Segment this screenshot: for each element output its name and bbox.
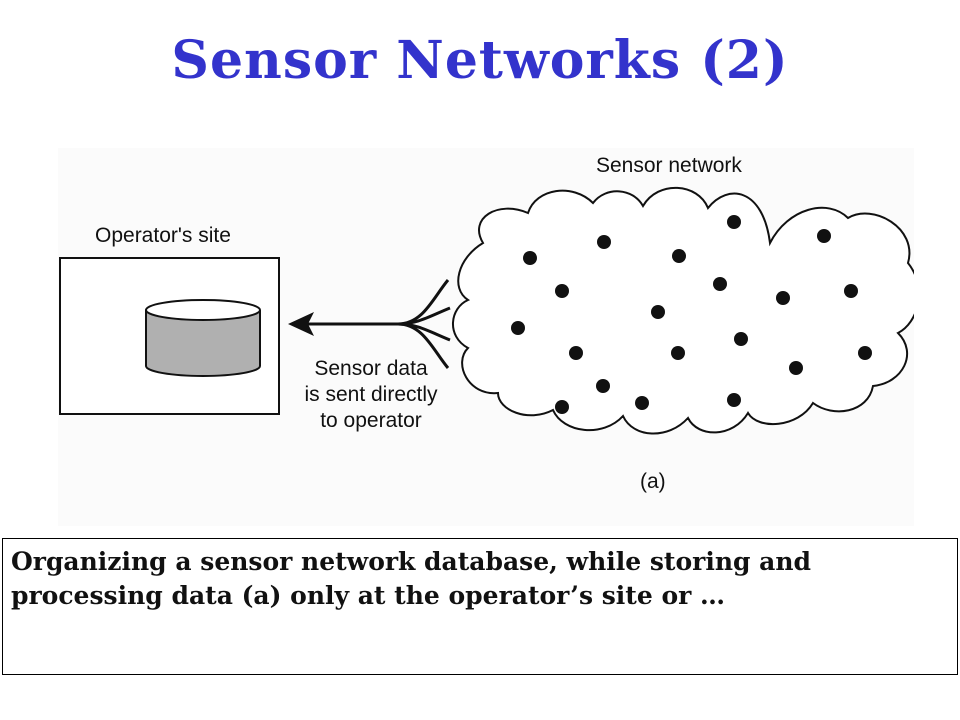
database-icon	[145, 299, 261, 377]
sensor-node	[511, 321, 525, 335]
sensor-node	[727, 393, 741, 407]
sensor-nodes	[511, 215, 872, 414]
sensor-node	[672, 249, 686, 263]
sensor-node	[523, 251, 537, 265]
sensor-node	[555, 284, 569, 298]
figure-caption: (a)	[640, 470, 666, 493]
description-text: Organizing a sensor network database, wh…	[11, 547, 812, 610]
sensor-node	[596, 379, 610, 393]
sensor-node	[844, 284, 858, 298]
flow-note-line: to operator	[320, 409, 422, 432]
sensor-network-figure: Sensor network Operator's site Sensor da…	[58, 148, 914, 526]
sensor-network-label: Sensor network	[596, 154, 742, 177]
figure-drawing	[59, 186, 914, 435]
sensor-node	[569, 346, 583, 360]
operator-site-label: Operator's site	[95, 224, 231, 247]
sensor-node	[817, 229, 831, 243]
flow-note: Sensor data is sent directly to operator	[286, 356, 456, 434]
sensor-node	[597, 235, 611, 249]
sensor-network-cloud	[452, 186, 914, 435]
sensor-node	[671, 346, 685, 360]
sensor-node	[789, 361, 803, 375]
slide-title: Sensor Networks (2)	[171, 30, 789, 91]
sensor-node	[713, 277, 727, 291]
sensor-node	[555, 400, 569, 414]
sensor-node	[727, 215, 741, 229]
description-box: Organizing a sensor network database, wh…	[2, 538, 958, 675]
sensor-node	[651, 305, 665, 319]
flow-note-line: Sensor data	[314, 357, 428, 380]
sensor-node	[734, 332, 748, 346]
sensor-node	[635, 396, 649, 410]
flow-note-line: is sent directly	[304, 383, 438, 406]
sensor-node	[776, 291, 790, 305]
data-flow-arrow	[288, 279, 451, 369]
sensor-node	[858, 346, 872, 360]
